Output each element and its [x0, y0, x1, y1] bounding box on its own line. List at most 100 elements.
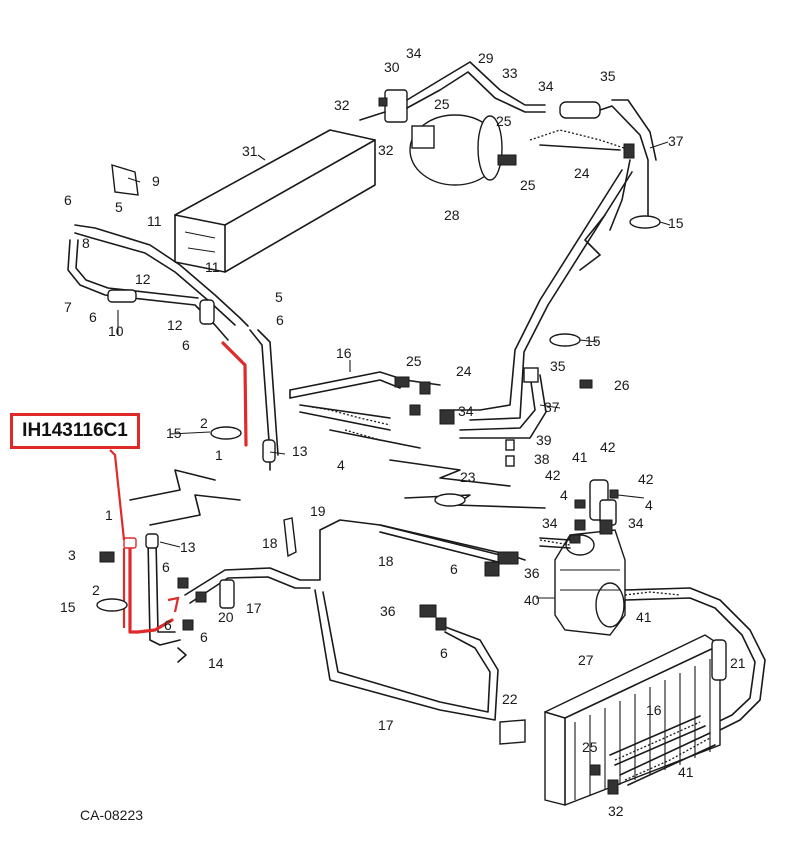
- break-mark-23: [389, 459, 546, 509]
- label-41: 41: [572, 449, 588, 465]
- label-11: 11: [205, 259, 220, 275]
- label-4: 4: [645, 497, 653, 513]
- label-12: 12: [167, 317, 183, 333]
- label-32: 32: [608, 803, 624, 819]
- bracket-19: [283, 517, 297, 558]
- label-6: 6: [162, 559, 170, 575]
- label-34: 34: [406, 45, 422, 61]
- hose-24: [439, 169, 633, 421]
- label-3: 3: [68, 547, 76, 563]
- hose-assembly-35-37: [529, 99, 657, 231]
- label-1: 1: [215, 447, 223, 463]
- label-1: 1: [105, 507, 113, 523]
- label-6: 6: [450, 561, 458, 577]
- label-25: 25: [434, 96, 450, 112]
- label-37: 37: [668, 133, 684, 149]
- label-13: 13: [180, 539, 196, 555]
- evaporator-housing: [174, 129, 376, 273]
- label-27: 27: [578, 652, 594, 668]
- label-18: 18: [262, 535, 278, 551]
- label-35: 35: [550, 358, 566, 374]
- bottom-hoses: [589, 715, 716, 795]
- label-35: 35: [600, 68, 616, 84]
- label-25: 25: [582, 739, 598, 755]
- label-36: 36: [380, 603, 396, 619]
- line-41: [624, 587, 766, 736]
- compressor-fittings: [539, 479, 619, 549]
- label-16: 16: [646, 702, 662, 718]
- label-22: 22: [502, 691, 518, 707]
- label-38: 38: [534, 451, 550, 467]
- part-number-callout: IH143116C1: [10, 413, 140, 449]
- label-5: 5: [275, 289, 283, 305]
- label-34: 34: [542, 515, 558, 531]
- label-15: 15: [166, 425, 182, 441]
- label-41: 41: [678, 764, 694, 780]
- label-4: 4: [560, 487, 568, 503]
- label-17: 17: [246, 600, 262, 616]
- expansion-valve: [359, 61, 546, 123]
- label-31: 31: [242, 143, 258, 159]
- drawing-code: CA-08223: [80, 807, 143, 823]
- label-6: 6: [164, 617, 172, 633]
- label-4: 4: [337, 457, 345, 473]
- label-20: 20: [218, 609, 234, 625]
- line-17: [184, 519, 526, 721]
- label-8: 8: [82, 235, 90, 251]
- line-37-middle: [459, 367, 547, 439]
- label-17: 17: [378, 717, 394, 733]
- line-5-upper: [67, 164, 249, 341]
- label-34: 34: [458, 403, 474, 419]
- label-36: 36: [524, 565, 540, 581]
- label-15: 15: [668, 215, 684, 231]
- receiver-drier: [409, 114, 517, 186]
- label-6: 6: [89, 309, 97, 325]
- compressor: [554, 529, 626, 636]
- label-42: 42: [545, 467, 561, 483]
- label-32: 32: [334, 97, 350, 113]
- label-19: 19: [310, 503, 326, 519]
- label-15: 15: [60, 599, 76, 615]
- callout-leader: [109, 449, 126, 541]
- label-34: 34: [628, 515, 644, 531]
- label-29: 29: [478, 50, 494, 66]
- label-2: 2: [200, 415, 208, 431]
- label-25: 25: [496, 113, 512, 129]
- line-13-upper: [249, 329, 279, 471]
- label-6: 6: [182, 337, 190, 353]
- label-5: 5: [115, 199, 123, 215]
- highlighted-hose-1: [122, 341, 248, 634]
- label-25: 25: [406, 353, 422, 369]
- label-33: 33: [502, 65, 518, 81]
- label-41: 41: [636, 609, 652, 625]
- label-10: 10: [108, 323, 124, 339]
- label-42: 42: [600, 439, 616, 455]
- label-16: 16: [336, 345, 352, 361]
- label-6: 6: [64, 192, 72, 208]
- label-24: 24: [456, 363, 472, 379]
- label-42: 42: [638, 471, 654, 487]
- lower-left-fittings: [96, 426, 242, 663]
- label-11: 11: [147, 213, 162, 229]
- label-9: 9: [152, 173, 160, 189]
- label-23: 23: [460, 469, 476, 485]
- label-6: 6: [276, 312, 284, 328]
- leader-lines: [117, 141, 671, 599]
- label-18: 18: [378, 553, 394, 569]
- label-25: 25: [520, 177, 536, 193]
- break-mark-left: [129, 469, 241, 526]
- line-18: [379, 524, 519, 618]
- misc-fittings: [435, 379, 593, 631]
- label-2: 2: [92, 582, 100, 598]
- label-14: 14: [208, 655, 224, 671]
- clamp-15-upper: [549, 215, 661, 347]
- bracket-22: [499, 719, 526, 745]
- label-12: 12: [135, 271, 151, 287]
- condenser: [544, 634, 727, 806]
- line-16-assembly: [289, 371, 455, 449]
- label-39: 39: [536, 432, 552, 448]
- label-6: 6: [440, 645, 448, 661]
- label-30: 30: [384, 59, 400, 75]
- label-21: 21: [730, 655, 746, 671]
